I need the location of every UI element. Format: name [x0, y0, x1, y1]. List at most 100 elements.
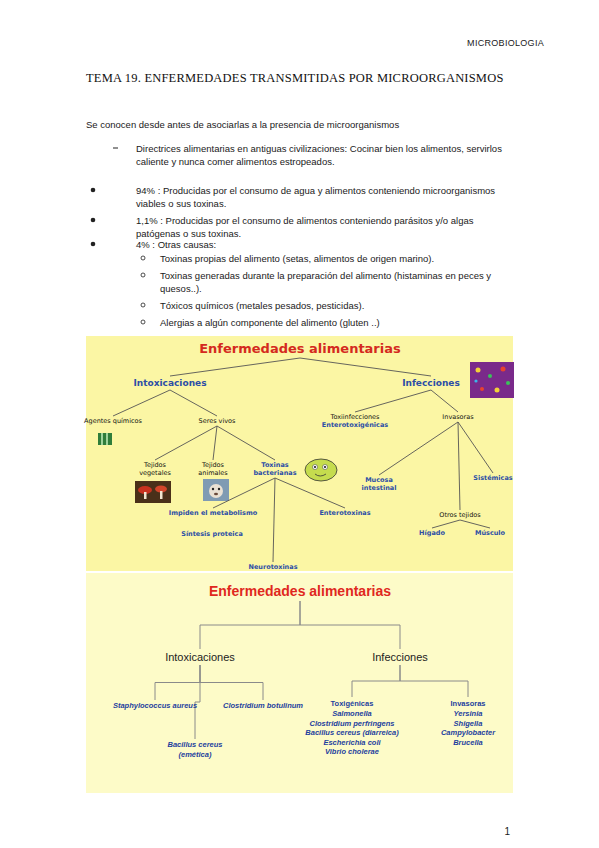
tree-node: ToxiinfeccionesEnterotoxigénicas: [313, 413, 397, 429]
tree-branch: Infecciones: [386, 377, 476, 389]
diagram-background: [86, 336, 513, 571]
sub-bullet: [141, 320, 145, 324]
node-item: Salmonella: [292, 709, 412, 719]
node-text: Seres vivos: [187, 417, 247, 425]
tree-leaf: Tejidos animales: [193, 461, 233, 477]
tree-root: Enfermedades alimentarias: [190, 341, 410, 357]
node-text: Infecciones: [386, 377, 476, 389]
tree-leaf: Mucosa intestinal: [359, 476, 399, 492]
tree-connector: [379, 422, 458, 475]
node-text: Infecciones: [355, 650, 445, 664]
tree-connector: [300, 601, 400, 649]
tree-connector: [155, 665, 200, 700]
tree-connector: [355, 390, 431, 412]
node-text: Staphylococcus aureus: [100, 701, 210, 711]
node-text: Toxiinfecciones: [313, 413, 397, 421]
tree-branch: Infecciones: [355, 650, 445, 664]
list-item: Directrices alimentarias en antiguas civ…: [136, 142, 508, 168]
tree-branch: Intoxicaciones: [120, 377, 220, 389]
node-text: Agentes químicos: [78, 417, 148, 425]
sub-list-item: Toxinas generadas durante la preparación…: [160, 269, 510, 295]
tree-connector: [170, 390, 217, 416]
tree-connector: [431, 390, 458, 412]
node-item: Vibrio cholerae: [292, 747, 412, 757]
microbe-picture: [470, 362, 514, 398]
node-text: Impiden el metabolismo: [158, 509, 268, 517]
node-text: Intoxicaciones: [120, 377, 220, 389]
organism-name: Staphylococcus aureus: [100, 701, 210, 711]
tree-node: Toxinas bacterianas: [251, 461, 299, 477]
node-item: Brucella: [428, 738, 508, 748]
node-item: Shigella: [428, 719, 508, 729]
animal-picture: [203, 479, 229, 501]
node-text: Toxinas bacterianas: [251, 461, 299, 477]
tree-node: Invasoras: [428, 413, 488, 421]
node-text: Mucosa intestinal: [359, 476, 399, 492]
organism-name: Bacillus cereus (emética): [160, 740, 230, 759]
node-text: Sistémicas: [468, 474, 518, 482]
organism-name: Clostridium botulinum: [208, 701, 318, 711]
mushroom-picture: [135, 481, 171, 503]
node-text: Tejidos vegetales: [135, 461, 175, 477]
tree-connector: [275, 478, 345, 508]
tree-connector: [300, 358, 431, 376]
organism-group: InvasorasYersiniaShigellaCampylobacterBr…: [428, 698, 508, 747]
tree-connector: [432, 520, 460, 528]
bacteria-cartoon: [305, 459, 337, 481]
tree-node: Seres vivos: [187, 417, 247, 425]
node-text: Otros tejidos: [430, 511, 490, 519]
tree-leaf: Hígado: [412, 529, 452, 537]
node-text: Enfermedades alimentarias: [190, 583, 410, 600]
sub-bullet: [141, 273, 145, 277]
node-text: Clostridium botulinum: [208, 701, 318, 711]
node-text: Tejidos animales: [193, 461, 233, 477]
tree-connector: [213, 478, 275, 508]
tree-leaf: Impiden el metabolismo: [158, 509, 268, 517]
tree-leaf: Tejidos vegetales: [135, 461, 175, 477]
bullet-dot: [91, 218, 96, 223]
node-text: Bacillus cereus (emética): [160, 740, 230, 759]
tree-connector: [170, 358, 300, 376]
tree-root: Enfermedades alimentarias: [190, 583, 410, 600]
tree-leaf: Neurotoxinas: [238, 563, 308, 571]
node-text: Intoxicaciones: [150, 650, 250, 664]
chemical-icon: [98, 433, 112, 445]
organism-group: ToxigénicasSalmonellaClostridium perfrin…: [292, 698, 412, 757]
page-number: 1: [490, 826, 510, 838]
node-text: Hígado: [412, 529, 452, 537]
sub-list-item: Toxinas propias del alimento (setas, ali…: [160, 252, 510, 265]
node-item: Escherichia coli: [292, 738, 412, 748]
tree-connector: [200, 665, 263, 700]
node-text: Neurotoxinas: [238, 563, 308, 571]
tree-connector: [458, 422, 493, 473]
node-text: Invasoras: [428, 413, 488, 421]
tree-connector: [460, 520, 490, 528]
list-item: 94% : Producidas por el consumo de agua …: [136, 184, 508, 210]
sub-bullet: [141, 303, 145, 307]
intro-text: Se conocen desde antes de asociarlas a l…: [86, 118, 506, 131]
sub-list-item: Tóxicos químicos (metales pesados, pesti…: [160, 299, 510, 312]
tree-note: Síntesis proteica: [179, 530, 245, 538]
node-item: Campylobacter: [428, 728, 508, 738]
bullet-dot: [91, 188, 96, 193]
tree-connector: [458, 422, 460, 510]
sub-bullet: [141, 256, 145, 260]
tree-connector: [217, 426, 275, 460]
tree-leaf: Agentes químicos: [78, 417, 148, 425]
running-header: MICROBIOLOGIA: [440, 37, 544, 49]
tree-node: Otros tejidos: [430, 511, 490, 519]
tree-connector: [155, 426, 217, 460]
tree-connector: [200, 601, 300, 649]
tree-connector: [352, 665, 400, 697]
tree-leaf: Músculo: [470, 529, 510, 537]
tree-connector: [400, 665, 468, 697]
sub-list-item: Alergias a algún componente del alimento…: [160, 316, 510, 329]
node-item: Clostridium perfringens: [292, 719, 412, 729]
node-text: Enterotoxinas: [310, 509, 380, 517]
tree-connector: [273, 478, 275, 562]
bullet-dot: [91, 242, 96, 247]
diagram-background: [86, 573, 513, 793]
node-item: Enterotoxigénicas: [313, 421, 397, 429]
node-item: Yersinia: [428, 709, 508, 719]
